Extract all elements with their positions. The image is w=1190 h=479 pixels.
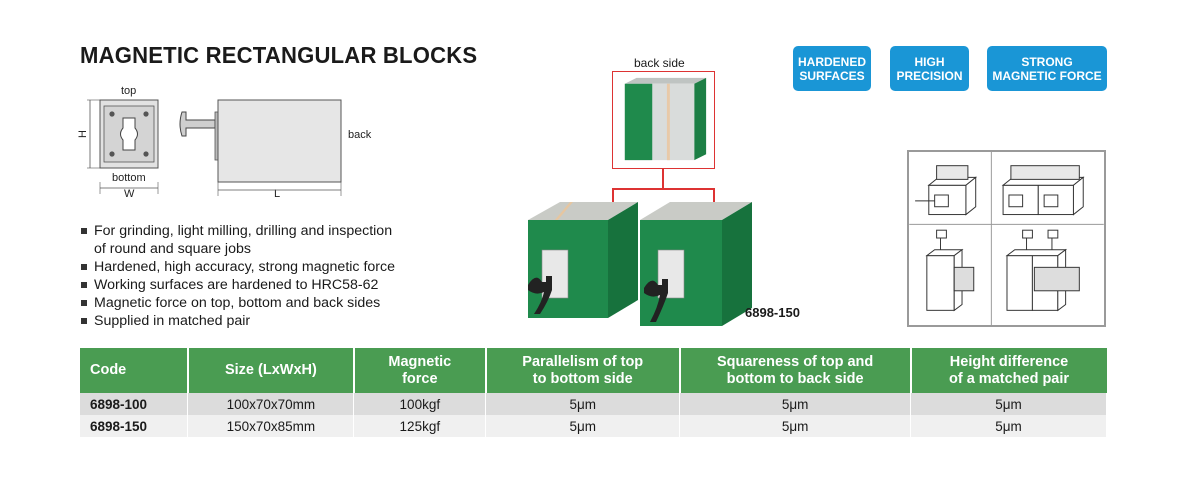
- connector-line: [612, 188, 715, 190]
- usage-illustrations: [907, 150, 1106, 327]
- front-view: [87, 99, 159, 194]
- badge-line: SURFACES: [799, 68, 865, 83]
- list-item: of round and square jobs: [94, 241, 251, 257]
- cell-code: 6898-150: [80, 415, 189, 437]
- cell-size: 100x70x70mm: [187, 393, 355, 415]
- badge-line: STRONG: [1021, 54, 1073, 69]
- header-size: Size (LxWxH): [187, 348, 355, 393]
- left-block: [528, 202, 638, 318]
- header-code: Code: [80, 348, 189, 393]
- side-view: [179, 99, 342, 196]
- back-side-image: [612, 71, 715, 169]
- badge-line: MAGNETIC FORCE: [992, 68, 1102, 83]
- list-item: Magnetic force on top, bottom and back s…: [80, 294, 460, 312]
- list-item: Supplied in matched pair: [80, 312, 460, 330]
- list-item: Hardened, high accuracy, strong magnetic…: [80, 258, 460, 276]
- drawing-bottom-label: bottom: [112, 172, 146, 184]
- drawing-back-label: back: [348, 129, 372, 141]
- badge-line: HIGH: [914, 54, 945, 69]
- page-title: MAGNETIC RECTANGULAR BLOCKS: [80, 42, 478, 68]
- back-side-block-illustration: [624, 77, 707, 161]
- cell-squareness: 5μm: [679, 415, 912, 437]
- cell-force: 125kgf: [353, 415, 487, 437]
- list-item: Working surfaces are hardened to HRC58-6…: [80, 276, 460, 294]
- feature-list: For grinding, light milling, drilling an…: [80, 222, 460, 330]
- cell-height-diff: 5μm: [910, 393, 1107, 415]
- drawing-l-label: L: [274, 188, 281, 200]
- usage-grid-drawing: [909, 152, 1104, 325]
- right-block: [640, 202, 752, 326]
- connector-line: [713, 188, 715, 210]
- drawing-top-label: top: [121, 85, 137, 97]
- list-item: For grinding, light milling, drilling an…: [80, 222, 460, 240]
- connector-line: [612, 188, 614, 210]
- badge-line: PRECISION: [896, 68, 963, 83]
- cell-height-diff: 5μm: [910, 415, 1107, 437]
- cell-code: 6898-100: [80, 393, 189, 415]
- product-blocks-image: [528, 202, 752, 326]
- product-model-label: 6898-150: [745, 305, 800, 320]
- cell-force: 100kgf: [353, 393, 487, 415]
- cell-size: 150x70x85mm: [187, 415, 355, 437]
- connector-line: [662, 169, 664, 189]
- drawing-w-label: W: [124, 188, 135, 200]
- table-row: 6898-100 100x70x70mm 100kgf 5μm 5μm 5μm: [80, 393, 1107, 415]
- cell-squareness: 5μm: [679, 393, 912, 415]
- badge-line: HARDENED: [797, 54, 866, 69]
- dimension-drawing: [87, 99, 342, 196]
- cell-parallelism: 5μm: [485, 393, 681, 415]
- back-side-label: back side: [634, 56, 685, 70]
- table-row: 6898-150 150x70x85mm 125kgf 5μm 5μm 5μm: [80, 415, 1107, 437]
- cell-parallelism: 5μm: [485, 415, 681, 437]
